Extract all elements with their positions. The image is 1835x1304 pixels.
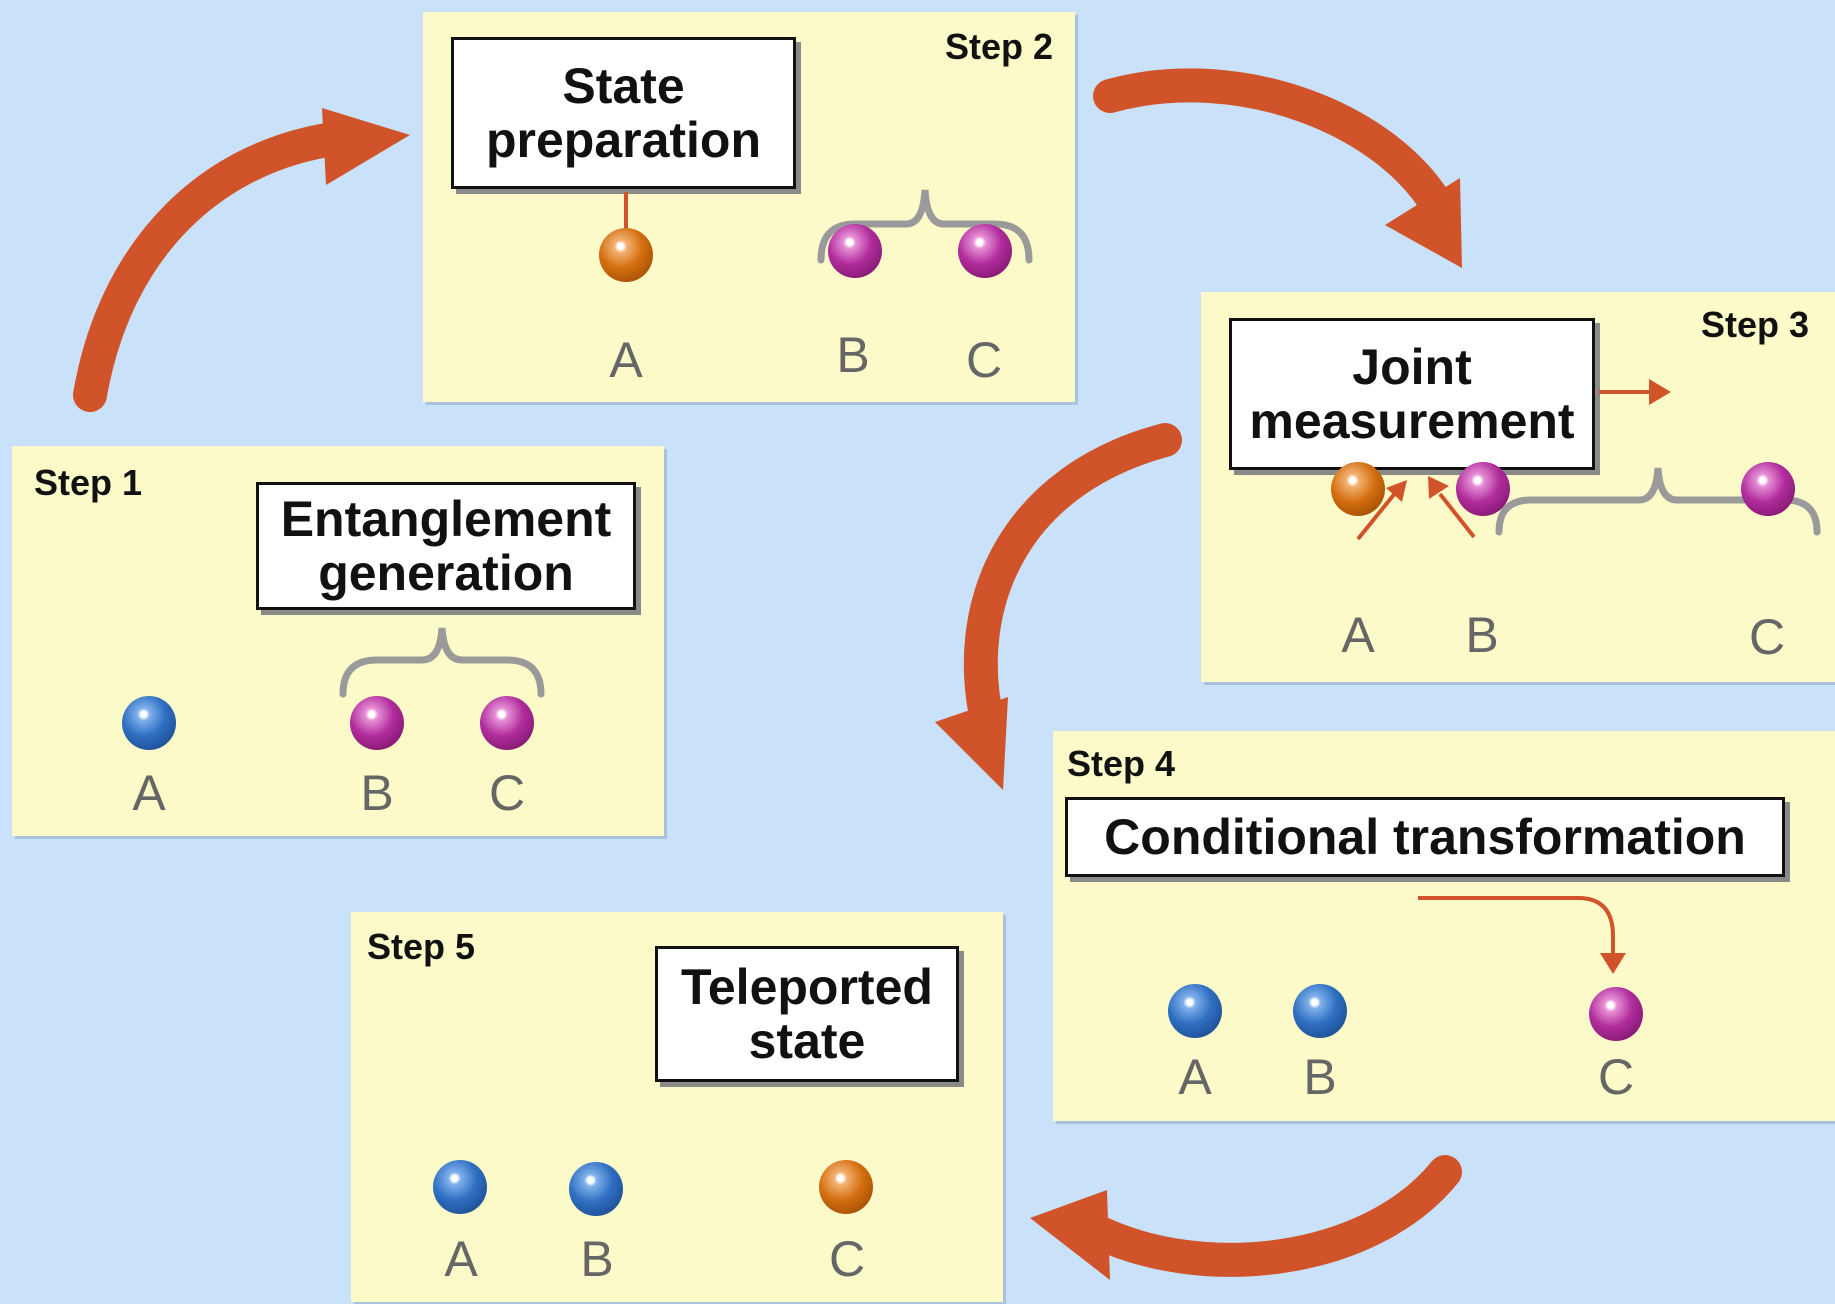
step-4-particle-a [1168,984,1222,1038]
arrowhead-2 [1385,178,1462,268]
step-3-annotations [1356,379,1821,541]
step-5-particle-b [569,1162,623,1216]
step-4-panel: Step 4 Conditional transformation A B C [1053,731,1835,1121]
step-1-label-b: B [360,765,394,821]
step-2-label-a: A [609,332,643,388]
step-5-particle-a [433,1160,487,1214]
step-3-brace [1495,467,1821,536]
step-5-label-c: C [828,1231,866,1287]
arrowhead-3 [935,697,1008,790]
step-1-label: Step 1 [34,462,143,503]
step-4-particle-b [1293,984,1347,1038]
cycle-arrow-3-to-4 [963,423,1182,727]
step-1-particle-a [122,696,176,750]
step-2-title-box: State preparation [451,37,796,189]
step-5-label-a: A [444,1231,478,1287]
step-2-particle-b [828,224,882,278]
step-3-measure-arrows [1356,490,1476,541]
step-2-panel: Step 2 State preparation A B C [423,12,1075,402]
step-4-label-a: A [1178,1049,1212,1105]
step-5-panel: Step 5 Teleported state A B C [351,912,1003,1302]
step-2-brace [817,189,1033,264]
step-3-panel: Step 3 Joint measurement A B C [1201,292,1835,682]
step-4-label-b: B [1303,1049,1337,1105]
cycle-arrow-2-to-3 [1093,68,1457,227]
step-5-particle-c [819,1160,873,1214]
step-4-label-c: C [1597,1049,1635,1105]
step-1-particle-c [480,696,534,750]
step-3-particle-c [1741,462,1795,516]
step-3-label-a: A [1341,607,1375,663]
step-4-particle-c [1589,987,1643,1041]
step-1-label-c: C [488,765,526,821]
step-3-label-b: B [1465,607,1499,663]
step-1-panel: Step 1 Entanglement generation A B C [12,446,664,836]
step-1-brace [339,627,545,698]
step-2-label-b: B [836,327,870,383]
arrowhead-1 [322,108,410,185]
cycle-arrow-4-to-5 [1073,1155,1462,1277]
step-3-particle-a [1331,462,1385,516]
cycle-arrow-1-to-2 [73,121,357,412]
step-3-particle-b [1456,462,1510,516]
step-2-label: Step 2 [944,26,1053,67]
step-3-output-arrow [1599,379,1671,405]
step-4-label: Step 4 [1067,743,1176,784]
step-5-label-b: B [580,1231,614,1287]
arrowhead-4 [1030,1190,1110,1280]
step-1-particle-b [350,696,404,750]
step-2-label-c: C [965,332,1003,388]
step-3-label: Step 3 [1701,304,1810,345]
step-1-label-a: A [132,765,166,821]
step-5-label: Step 5 [367,926,476,967]
step-1-title-box: Entanglement generation [256,482,636,610]
step-4-title-box: Conditional transformation [1065,797,1785,877]
step-3-title-box: Joint measurement [1229,318,1595,470]
step-4-transform-arrow [1418,896,1626,974]
step-2-particle-a [599,228,653,282]
step-2-particle-c [958,224,1012,278]
step-5-title-box: Teleported state [655,946,959,1082]
step-3-label-c: C [1748,609,1786,665]
